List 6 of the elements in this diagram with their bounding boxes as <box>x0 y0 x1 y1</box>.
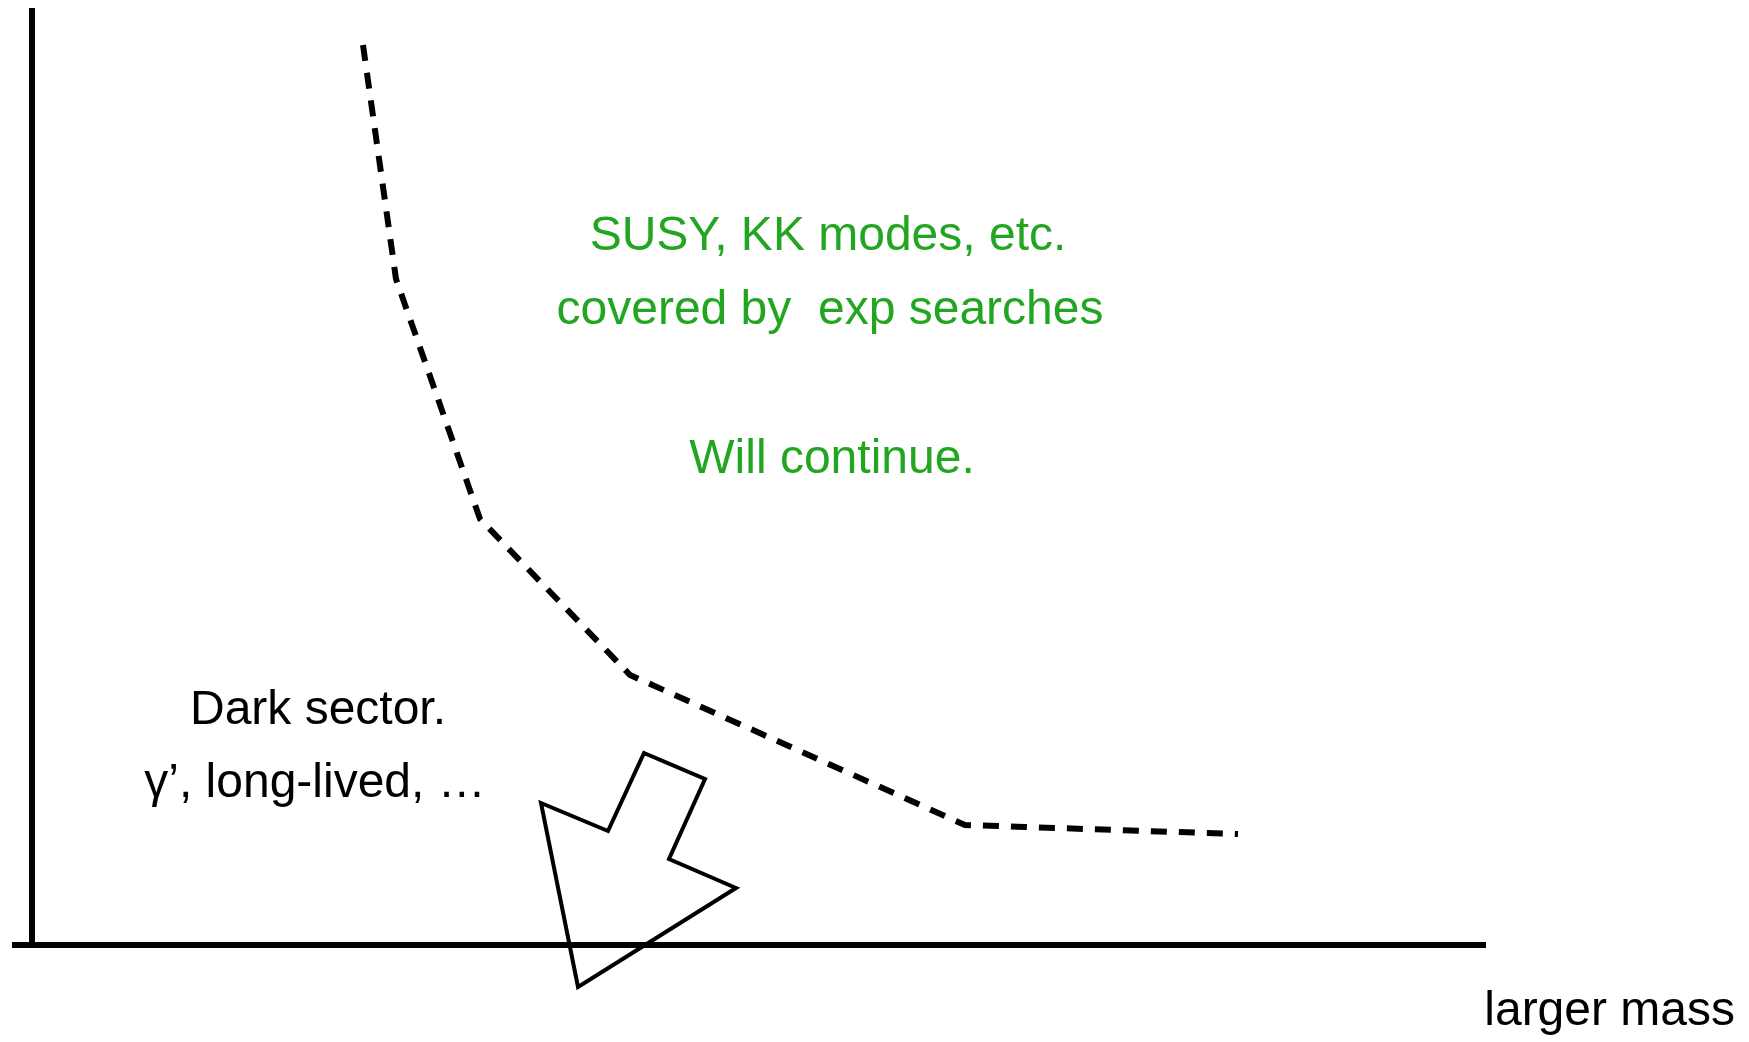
annotation-text: Dark sector. <box>189 681 447 735</box>
annotation-text: larger mass <box>1484 982 1735 1036</box>
annotation-text: γ’, long-lived, … <box>144 754 486 808</box>
annotation-text: Will continue. <box>689 430 975 484</box>
annotation-text: covered by exp searches <box>556 281 1104 335</box>
annotation-text: SUSY, KK modes, etc. <box>589 207 1067 261</box>
